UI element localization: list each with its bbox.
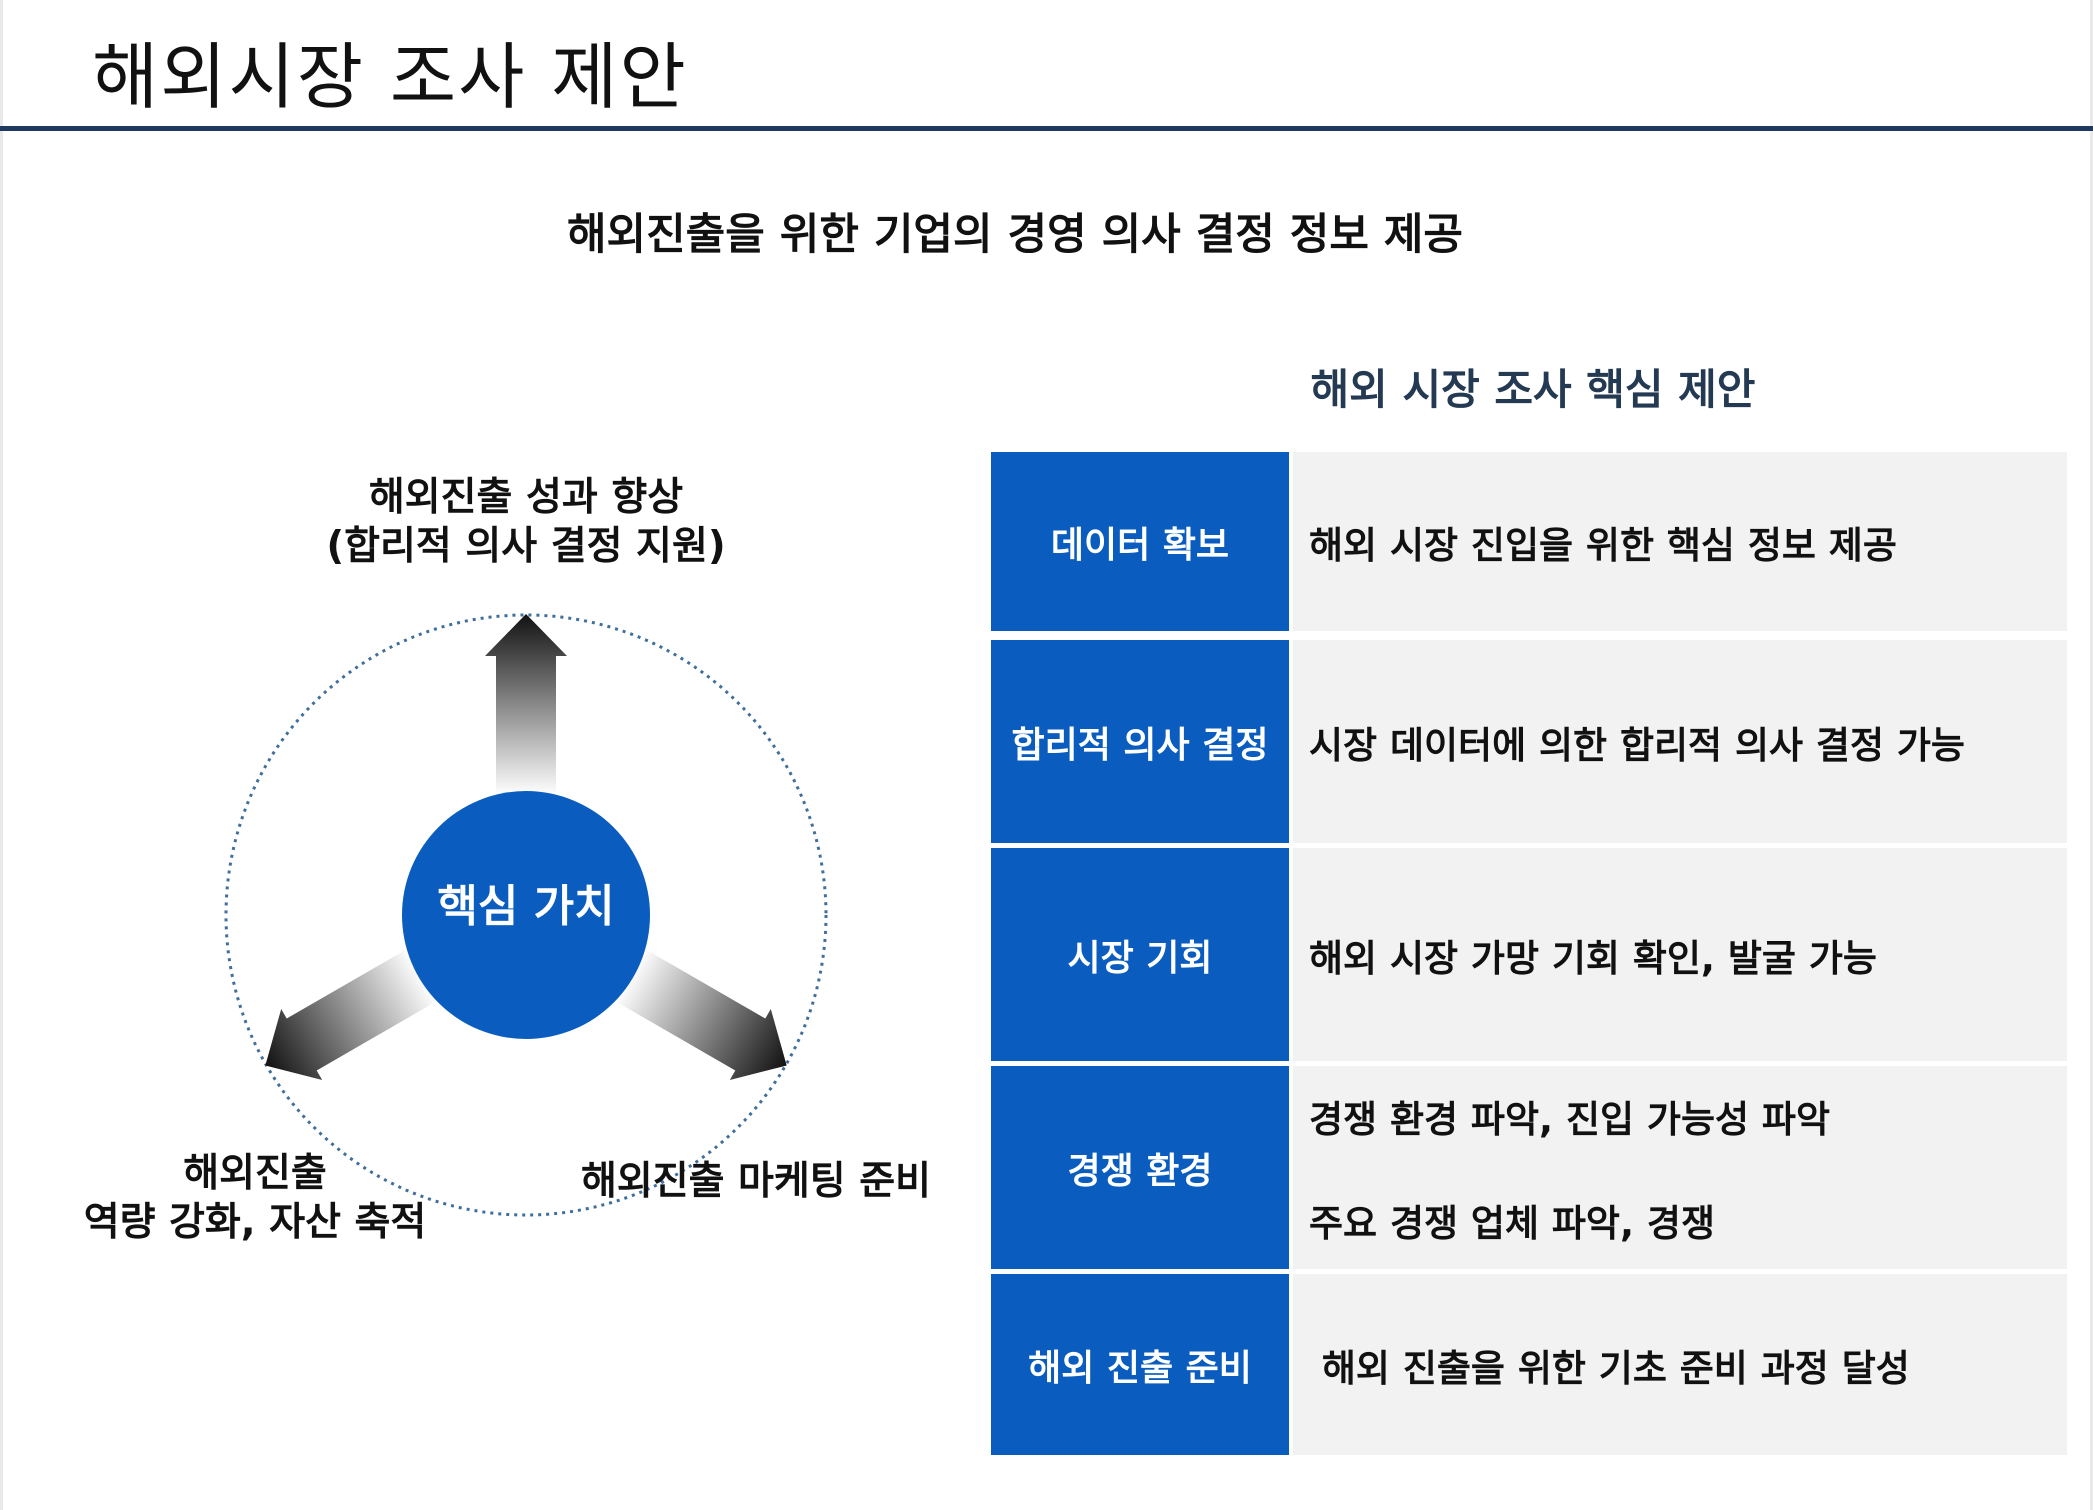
table-heading: 해외 시장 조사 핵심 제안 (1310, 365, 1756, 414)
page-title: 해외시장 조사 제안 (92, 35, 688, 119)
core-value-label: 핵심 가치 (437, 881, 615, 932)
left-outcome-line2: 역량 강화, 자산 축적 (83, 1199, 427, 1245)
arrow-up-icon (485, 614, 567, 795)
row-value-text: 해외 진출을 위한 기초 준비 과정 달성 (1309, 1346, 1910, 1390)
frame-left-border (0, 0, 3, 1510)
arrow-lower-right-icon (614, 949, 787, 1081)
core-value-circle (402, 791, 650, 1039)
row-value-opportunity: 해외 시장 가망 기회 확인, 발굴 가능 (1293, 848, 2067, 1061)
row-value-text: 해외 시장 가망 기회 확인, 발굴 가능 (1309, 936, 1877, 980)
row-key-opportunity: 시장 기회 (991, 848, 1289, 1061)
left-outcome-label: 해외진출 역량 강화, 자산 축적 (50, 1150, 460, 1248)
table-row: 해외 진출 준비 해외 진출을 위한 기초 준비 과정 달성 (991, 1274, 2067, 1455)
outer-dotted-ring (224, 613, 828, 1217)
row-value-text: 해외 시장 진입을 위한 핵심 정보 제공 (1309, 523, 1897, 567)
arrow-lower-left-icon (265, 949, 438, 1081)
row-key-data: 데이터 확보 (991, 452, 1289, 631)
row-key-competition: 경쟁 환경 (991, 1066, 1289, 1269)
table-row: 경쟁 환경 경쟁 환경 파악, 진입 가능성 파악 주요 경쟁 업체 파악, 경… (991, 1066, 2067, 1269)
table-row: 합리적 의사 결정 시장 데이터에 의한 합리적 의사 결정 가능 (991, 640, 2067, 843)
row-value-preparation: 해외 진출을 위한 기초 준비 과정 달성 (1293, 1274, 2067, 1455)
right-outcome-label: 해외진출 마케팅 준비 (580, 1159, 932, 1204)
left-outcome-line1: 해외진출 (183, 1151, 327, 1196)
title-divider (0, 126, 2093, 131)
row-value-decision: 시장 데이터에 의한 합리적 의사 결정 가능 (1293, 640, 2067, 843)
frame-right-border (2090, 0, 2093, 1510)
row-key-decision: 합리적 의사 결정 (991, 640, 1289, 843)
top-outcome-label: 해외진출 성과 향상 (합리적 의사 결정 지원) (296, 474, 756, 572)
top-outcome-line1: 해외진출 성과 향상 (368, 475, 684, 520)
row-value-competition: 경쟁 환경 파악, 진입 가능성 파악 주요 경쟁 업체 파악, 경쟁 (1293, 1066, 2067, 1269)
table-row: 시장 기회 해외 시장 가망 기회 확인, 발굴 가능 (991, 848, 2067, 1061)
core-value-diagram (224, 613, 828, 1217)
table-row: 데이터 확보 해외 시장 진입을 위한 핵심 정보 제공 (991, 452, 2067, 631)
top-outcome-line2: (합리적 의사 결정 지원) (326, 523, 726, 569)
row-value-text: 주요 경쟁 업체 파악, 경쟁 (1309, 1201, 1715, 1245)
row-value-text: 시장 데이터에 의한 합리적 의사 결정 가능 (1309, 723, 1965, 767)
row-key-preparation: 해외 진출 준비 (991, 1274, 1289, 1455)
row-value-text: 경쟁 환경 파악, 진입 가능성 파악 (1309, 1097, 1830, 1141)
page-subtitle: 해외진출을 위한 기업의 경영 의사 결정 정보 제공 (567, 210, 1463, 260)
row-value-data: 해외 시장 진입을 위한 핵심 정보 제공 (1293, 452, 2067, 631)
